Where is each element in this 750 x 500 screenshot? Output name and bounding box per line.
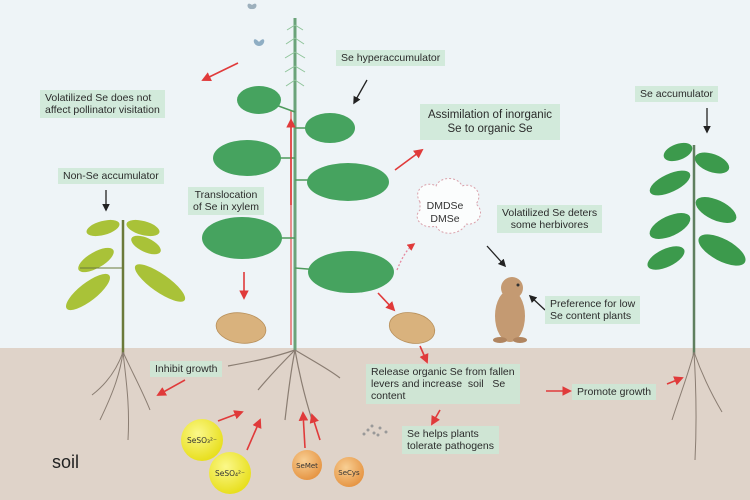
label-promote-growth: Promote growth	[572, 384, 657, 400]
label-release-line1: Release organic Se from fallen	[371, 366, 515, 378]
label-translocation-line2: of Se in xylem	[193, 201, 259, 213]
molecule-seso3: SeSO₃²⁻	[181, 419, 223, 461]
label-volatilized-pollinator-line1: Volatilized Se does not	[45, 92, 152, 104]
label-assimilation-line1: Assimilation of inorganic	[428, 109, 553, 121]
molecule-secys: SeCys	[334, 457, 364, 487]
label-assimilation-line2: Se to organic Se	[447, 123, 533, 135]
label-dmdse-dmse: DMDSe DMSe	[420, 200, 470, 226]
pointer-arrows	[102, 79, 711, 311]
label-preference-low-se: Preference for low Se content plants	[545, 296, 641, 324]
fallen-leaf-left	[215, 312, 267, 344]
label-volatilized-pollinator: Volatilized Se does not affect pollinato…	[40, 90, 165, 118]
arrow-release	[419, 345, 429, 364]
se-accumulator-plant	[647, 142, 746, 461]
herbivore-animal-icon	[493, 277, 527, 343]
volatile-se-cloud	[416, 178, 481, 234]
non-se-accumulator-plant	[66, 219, 186, 441]
label-deters-herbivores: Volatilized Se deters some herbivores	[497, 205, 603, 233]
molecule-semet-label: SeMet	[296, 462, 318, 470]
label-pathogens-line1: Se helps plants	[407, 428, 479, 440]
arrow-leaf-fall-right	[377, 292, 396, 312]
label-release-line2: levers and increase soil Se	[371, 378, 506, 390]
label-deters-herbivores-line1: Volatilized Se deters	[502, 207, 598, 219]
label-preference-line1: Preference for low	[550, 298, 636, 310]
soil-particles	[362, 424, 388, 437]
molecule-seso4: SeSO₄²⁻	[209, 452, 251, 494]
label-non-se-accumulator: Non-Se accumulator	[58, 168, 164, 184]
butterfly-icon	[253, 39, 265, 46]
label-volatilized-pollinator-line2: affect pollinator visitation	[45, 104, 160, 116]
label-dmse: DMSe	[430, 213, 460, 225]
label-soil: soil	[52, 452, 80, 472]
label-preference-line2: Se content plants	[550, 310, 632, 322]
arrow-secys-uptake	[309, 413, 321, 441]
molecule-secys-label: SeCys	[338, 469, 360, 477]
molecule-seso3-label: SeSO₃²⁻	[187, 436, 217, 445]
fallen-leaf-right	[388, 312, 436, 344]
molecule-seso4-label: SeSO₄²⁻	[215, 469, 245, 478]
label-translocation: Translocation of Se in xylem	[188, 187, 264, 215]
arrow-accumulator-growth	[666, 376, 684, 386]
label-pathogens-line2: tolerate pathogens	[407, 440, 494, 452]
arrow-seso3-uptake	[217, 410, 244, 422]
arrow-pathogens	[431, 409, 441, 426]
label-translocation-line1: Translocation	[194, 189, 258, 201]
arrow-volatilization	[201, 62, 239, 81]
label-assimilation: Assimilation of inorganic Se to organic …	[420, 104, 561, 140]
label-release-line3: content	[371, 390, 406, 402]
label-se-accumulator: Se accumulator	[635, 86, 718, 102]
molecule-semet: SeMet	[292, 450, 322, 480]
label-pathogens: Se helps plants tolerate pathogens	[402, 426, 499, 454]
arrow-inhibit-growth	[156, 379, 186, 396]
arrow-volatile-to-cloud	[396, 243, 416, 271]
label-dmdse: DMDSe	[426, 200, 464, 212]
label-se-hyperaccumulator: Se hyperaccumulator	[336, 50, 446, 66]
arrow-semet-uptake	[298, 411, 309, 449]
insect-icon	[247, 3, 257, 10]
label-inhibit-growth: Inhibit growth	[150, 361, 223, 377]
arrow-assimilation	[394, 148, 424, 171]
arrow-seso4-uptake	[246, 418, 262, 451]
label-release-organic-se: Release organic Se from fallen levers an…	[366, 364, 520, 404]
label-deters-herbivores-line2: some herbivores	[510, 219, 589, 231]
process-arrows	[156, 62, 684, 451]
